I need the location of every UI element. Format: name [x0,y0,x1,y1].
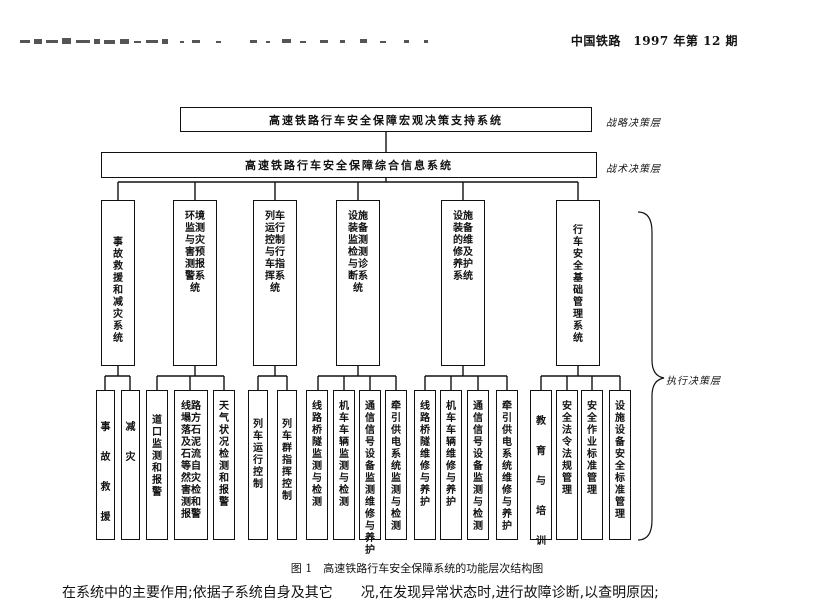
leaf-traction-power-maintenance: 牵引供电系统维修与养护 [496,390,518,540]
subsystem-safety-management-label: 行车安全基础管理系统 [573,225,583,344]
leaf-track-bridge-monitoring: 线路桥隧监测与检测 [306,390,328,540]
subsystem-equipment-monitoring: 设施装备监测检测与诊断系统 [336,200,380,366]
body-text-line: 在系统中的主要作用;依据子系统自身及其它 况,在发现异常状态时,进行故障诊断,以… [62,585,659,601]
leaf-track-bridge-maintenance: 线路桥隧维修与养护 [414,390,436,540]
leaf-traction-power-monitoring: 牵引供电系统监测与检测 [385,390,407,540]
subsystem-train-control-label: 列车运行控制与行车指挥系统 [265,211,285,294]
leaf-rolling-stock-monitoring: 机车车辆监测与检测 [333,390,355,540]
subsystem-equipment-maintenance-label: 设施装备的维修及养护系统 [453,211,473,282]
leaf-signal-equipment-monitoring-label: 通信信号设备监测维修与养护 [365,401,375,556]
subsystem-equipment-maintenance: 设施装备的维修及养护系统 [441,200,485,366]
subsystem-environment: 环境监测与灾害预测报警系统 [173,200,217,366]
tactical-layer-label: 战术决策层 [606,164,661,175]
scan-noise-header [20,38,428,44]
leaf-train-group-dispatch: 列车群指挥控制 [277,390,297,540]
leaf-rolling-stock-maintenance-label: 机车车辆维修与养护 [446,401,456,508]
leaf-train-group-dispatch-label: 列车群指挥控制 [282,419,292,502]
integrated-information-box: 高速铁路行车安全保障综合信息系统 [101,152,597,178]
leaf-education-training: 教育与培训 [530,390,552,547]
macro-decision-support-box: 高速铁路行车安全保障宏观决策支持系统 [180,107,592,132]
leaf-disaster-reduction-label: 减灾 [125,422,136,463]
leaf-safety-operation-standard-label: 安全作业标准管理 [587,401,597,496]
leaf-traction-power-monitoring-label: 牵引供电系统监测与检测 [391,401,401,532]
execution-layer-label: 执行决策层 [666,376,721,387]
leaf-rolling-stock-maintenance: 机车车辆维修与养护 [440,390,462,540]
leaf-safety-regulation-management: 安全法令法规管理 [556,390,578,540]
leaf-facility-safety-standard: 设施设备安全标准管理 [609,390,631,540]
leaf-signal-equipment-detection: 通信信号设备监测与检测 [467,390,489,540]
leaf-track-bridge-maintenance-label: 线路桥隧维修与养护 [420,401,430,508]
leaf-signal-equipment-monitoring: 通信信号设备监测维修与养护 [359,390,381,556]
leaf-accident-rescue-label: 事故救援 [100,422,111,523]
leaf-train-operation-control: 列车运行控制 [248,390,268,540]
leaf-safety-regulation-management-label: 安全法令法规管理 [562,401,572,496]
leaf-natural-disaster-detection-label: 线路塌方落石及泥石流等自然灾害检测和报警 [181,401,201,520]
leaf-weather-detection-label: 天气状况检测和报警 [219,401,229,508]
subsystem-safety-management: 行车安全基础管理系统 [556,200,600,366]
leaf-safety-operation-standard: 安全作业标准管理 [581,390,603,540]
figure-caption: 图 1 高速铁路行车安全保障系统的功能层次结构图 [290,562,544,575]
subsystem-train-control: 列车运行控制与行车指挥系统 [253,200,297,366]
leaf-rolling-stock-monitoring-label: 机车车辆监测与检测 [339,401,349,508]
leaf-natural-disaster-detection: 线路塌方落石及泥石流等自然灾害检测和报警 [174,390,208,540]
leaf-traction-power-maintenance-label: 牵引供电系统维修与养护 [502,401,512,532]
leaf-disaster-reduction: 减灾 [121,390,140,540]
leaf-crossing-monitoring-label: 道口监测和报警 [152,415,162,498]
journal-issue: 中国铁路 1997 年第 12 期 [570,34,738,48]
leaf-facility-safety-standard-label: 设施设备安全标准管理 [615,401,625,520]
strategic-layer-label: 战略决策层 [606,118,661,129]
subsystem-rescue-label: 事故救援和减灾系统 [113,237,123,344]
leaf-accident-rescue: 事故救援 [96,390,115,540]
leaf-train-operation-control-label: 列车运行控制 [253,419,263,490]
subsystem-environment-label: 环境监测与灾害预测报警系统 [185,211,205,294]
leaf-track-bridge-monitoring-label: 线路桥隧监测与检测 [312,401,322,508]
leaf-weather-detection: 天气状况检测和报警 [213,390,235,540]
subsystem-rescue: 事故救援和减灾系统 [101,200,135,366]
leaf-crossing-monitoring: 道口监测和报警 [146,390,168,540]
leaf-signal-equipment-detection-label: 通信信号设备监测与检测 [473,401,483,532]
subsystem-equipment-monitoring-label: 设施装备监测检测与诊断系统 [348,211,368,294]
leaf-education-training-label: 教育与培训 [536,416,546,547]
